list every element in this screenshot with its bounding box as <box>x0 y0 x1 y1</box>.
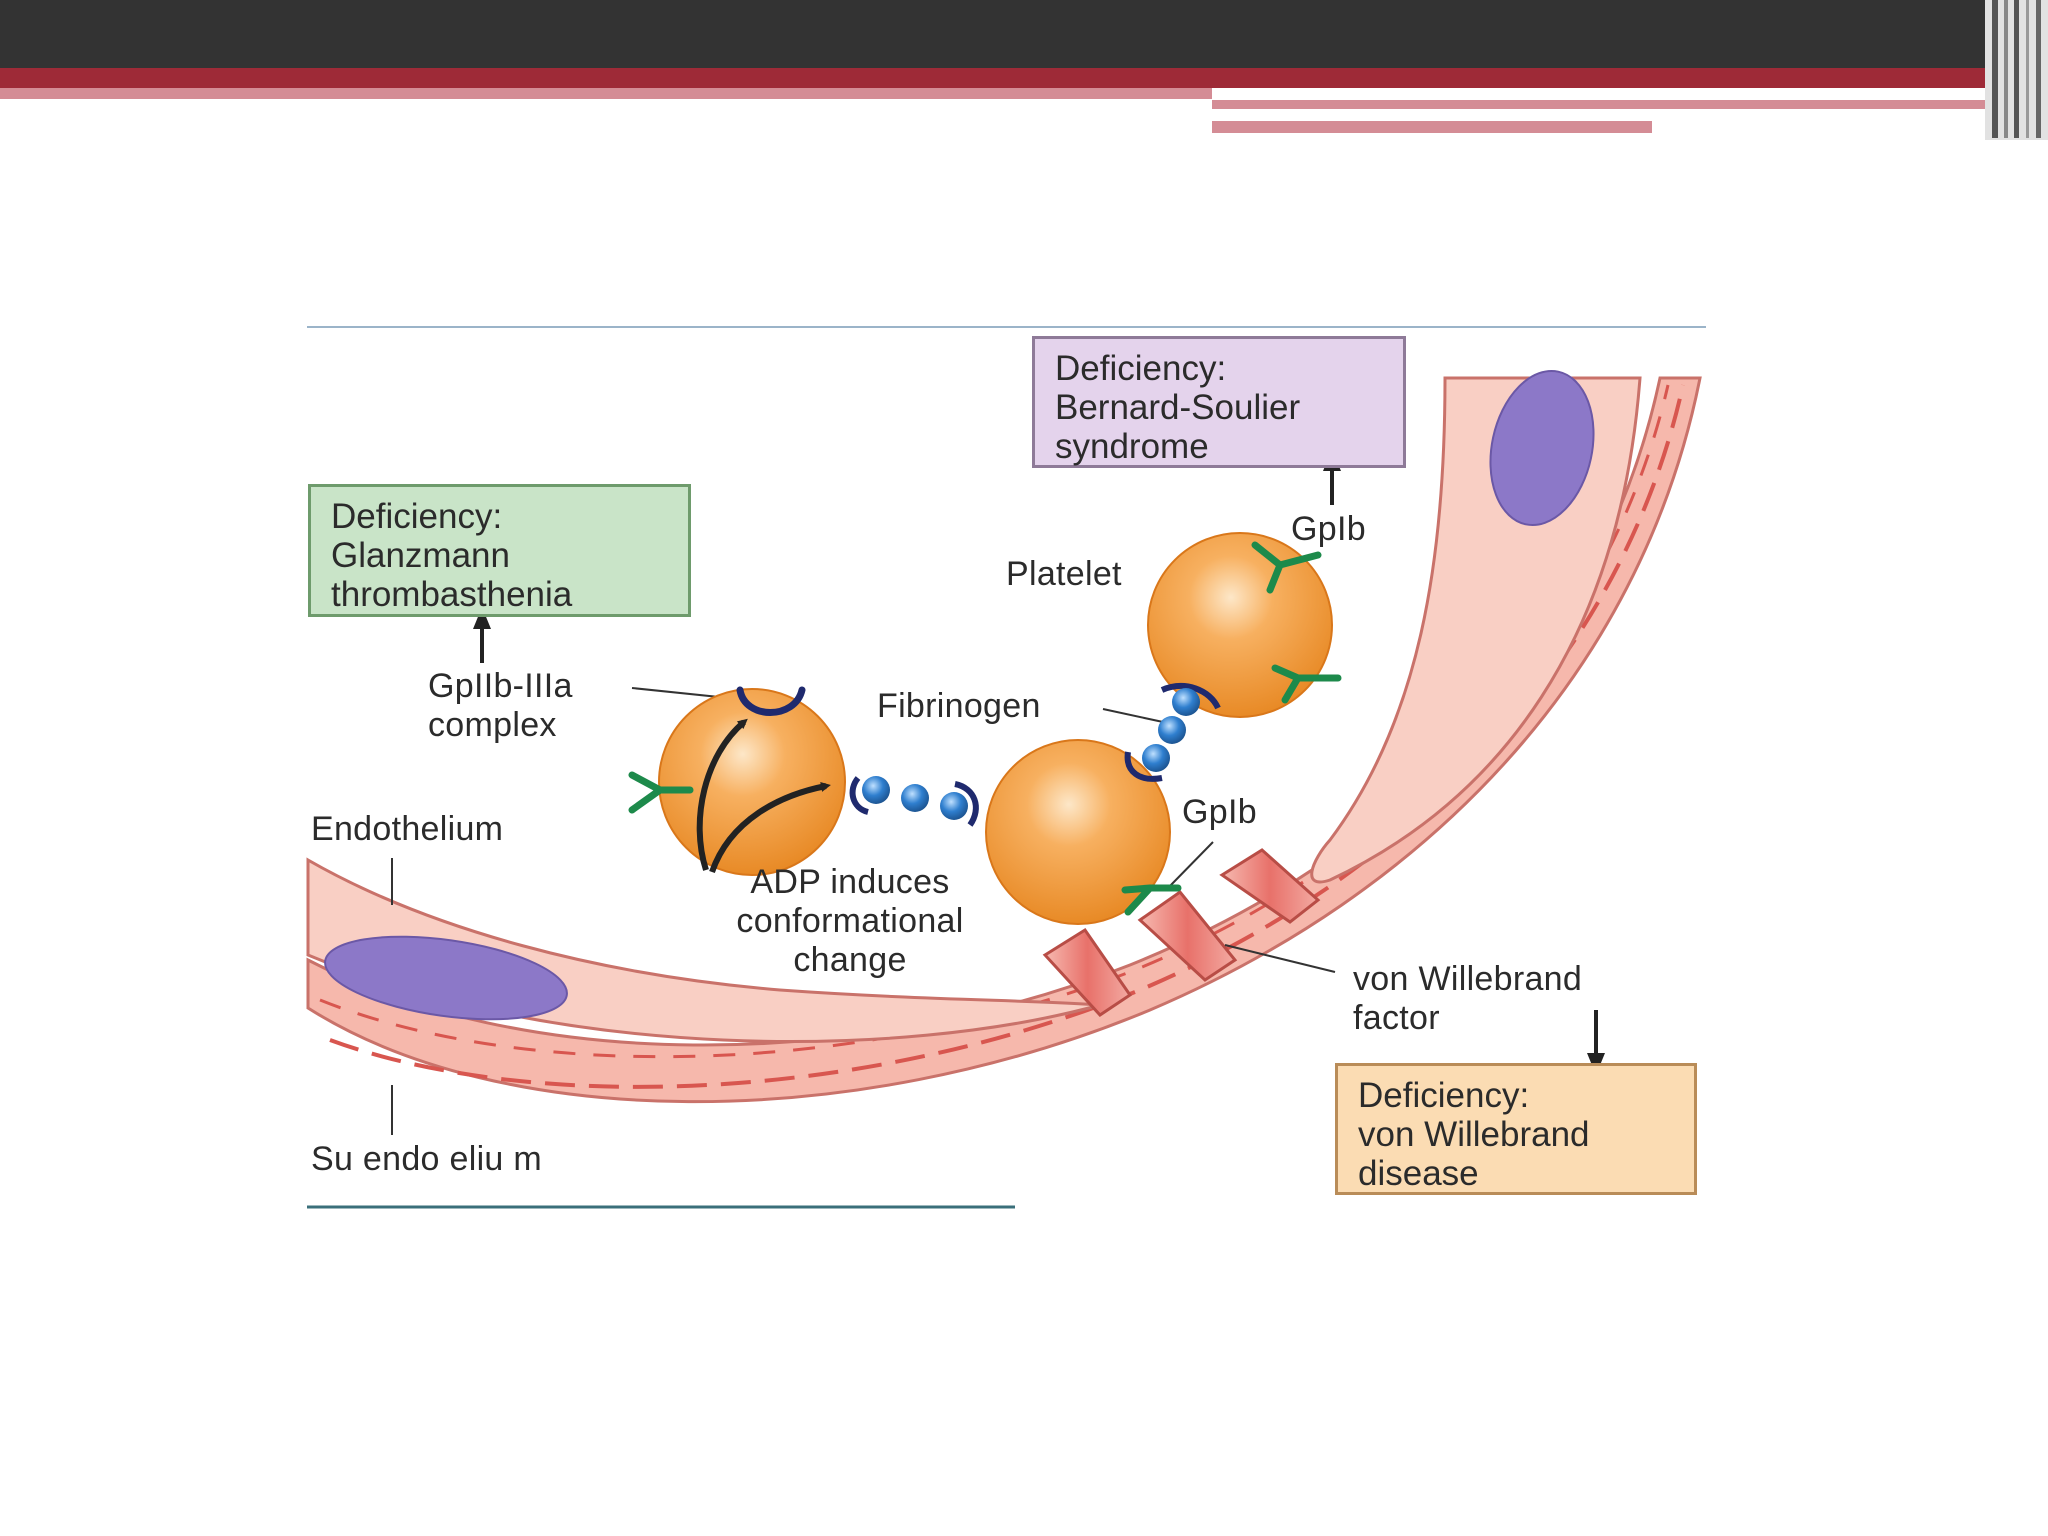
fibrinogen-bead <box>1172 688 1200 716</box>
fibrinogen-bead <box>1158 716 1186 744</box>
gpiib-iiia-receptor <box>736 686 806 716</box>
fibrinogen-bead <box>901 784 929 812</box>
subendothelium-fiber <box>329 384 1685 1089</box>
header-pink-bar-lower <box>1212 121 1652 133</box>
platelet-label: Platelet <box>1006 555 1122 593</box>
fibrinogen-chain-horizontal <box>849 776 979 827</box>
endothelial-nucleus <box>1489 369 1595 527</box>
gpib-bottom-leader <box>1167 841 1214 889</box>
endothelial-nucleus <box>324 935 568 1021</box>
gpib-receptor-icon <box>1251 541 1322 594</box>
box-text: Bernard-Soulier <box>1055 388 1301 427</box>
endothelium-label: Endothelium <box>311 810 504 848</box>
header-red-bar <box>0 68 2048 88</box>
label-line: von Willebrand <box>1353 960 1583 998</box>
von-willebrand-factor-group <box>1042 848 1321 1017</box>
vwf-arrow <box>1137 889 1238 982</box>
box-text: Glanzmann <box>331 536 510 575</box>
adp-curved-arrow <box>696 718 748 871</box>
subendothelium-label: Su endo eliu m <box>311 1140 543 1178</box>
bernard-soulier-deficiency-box: Deficiency: Bernard-Soulier syndrome <box>1032 336 1406 468</box>
fibrinogen-leader <box>1102 708 1164 723</box>
adp-curved-arrow <box>709 782 831 873</box>
header-right-stripe <box>2036 0 2041 138</box>
platelet-middle <box>985 739 1171 925</box>
box-text: disease <box>1358 1154 1479 1193</box>
vwf-arrow <box>1042 927 1133 1017</box>
box-text: von Willebrand <box>1358 1115 1590 1154</box>
fibrinogen-bead <box>940 792 968 820</box>
label-line: ADP induces <box>750 863 950 901</box>
adp-label: ADP induces conformational change <box>690 863 1010 980</box>
label-line: GpIIb-IIIa <box>428 667 573 705</box>
gpib-receptor-icon <box>1121 884 1182 916</box>
header-right-stripe <box>1992 0 1998 138</box>
von-willebrand-deficiency-box: Deficiency: von Willebrand disease <box>1335 1063 1697 1195</box>
gpib-label-top: GpIb <box>1291 510 1366 548</box>
fibrinogen-bead <box>862 776 890 804</box>
box-text: Deficiency: <box>331 497 503 536</box>
fibrinogen-chain-vertical <box>1124 683 1221 782</box>
box-text: Deficiency: <box>1358 1076 1530 1115</box>
von-willebrand-factor-label: von Willebrand factor <box>1353 960 1582 1038</box>
gpiib-iiia-label: GpIIb-IIIa complex <box>428 667 573 745</box>
label-line: change <box>793 941 907 979</box>
label-line: complex <box>428 706 557 744</box>
header-right-stripe <box>2026 0 2029 138</box>
gpib-receptor-icon <box>1271 664 1342 704</box>
header-dark-bar <box>0 0 2048 68</box>
header-right-stripe <box>2014 0 2019 138</box>
platelet-left <box>658 688 846 876</box>
slide-header <box>0 0 2048 140</box>
fibrinogen-bead <box>1142 744 1170 772</box>
gpib-label-bottom: GpIb <box>1182 793 1257 831</box>
vwf-arrow <box>1219 848 1321 924</box>
header-white-line <box>1212 111 1897 116</box>
header-pink-bar-left <box>0 88 1212 99</box>
label-line: conformational <box>736 902 964 940</box>
header-pink-bar-right <box>1212 100 1992 109</box>
box-text: thrombasthenia <box>331 575 573 614</box>
gpib-receptor-icon <box>628 771 694 814</box>
label-line: factor <box>1353 999 1440 1037</box>
box-text: syndrome <box>1055 427 1209 466</box>
fibrinogen-label: Fibrinogen <box>877 687 1041 725</box>
header-right-stripe <box>2004 0 2008 138</box>
glanzmann-deficiency-box: Deficiency: Glanzmann thrombasthenia <box>308 484 691 617</box>
box-text: Deficiency: <box>1055 349 1227 388</box>
vwf-leader <box>1224 944 1336 973</box>
